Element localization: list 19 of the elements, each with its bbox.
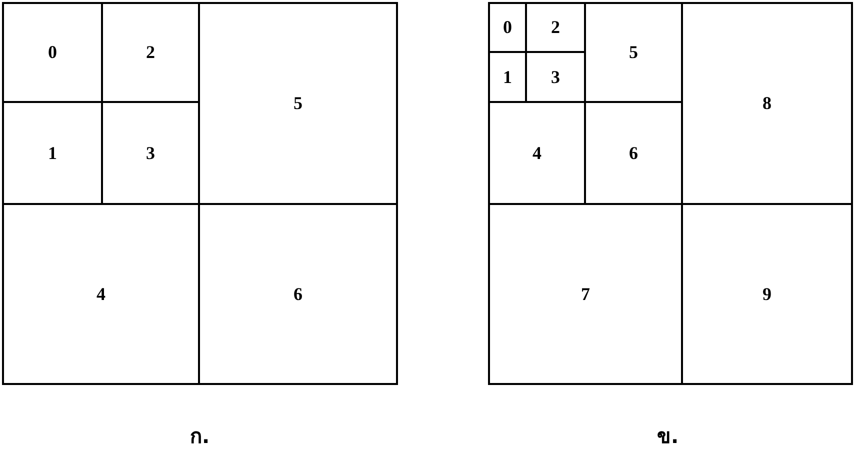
cell-number: 1 [48,142,57,164]
cell-number: 6 [294,284,302,304]
cell-number: 6 [629,142,638,164]
cell-number: 0 [503,17,512,38]
panel-caption: ข. [657,423,679,449]
cell-number: 1 [503,66,512,88]
cell-number: 4 [532,142,542,164]
cell-number: 7 [581,284,590,304]
cell-number: 4 [96,284,106,304]
cell-number: 9 [762,284,772,304]
cell-number: 3 [146,142,155,164]
cell-number: 2 [551,17,560,38]
cell-number: 3 [551,66,560,88]
cell-number: 0 [48,42,57,63]
panel-caption: ก. [190,423,210,449]
cell-number: 5 [629,42,638,63]
cell-number: 2 [146,42,155,63]
cell-number: 8 [762,93,772,114]
cell-number: 5 [294,93,302,114]
